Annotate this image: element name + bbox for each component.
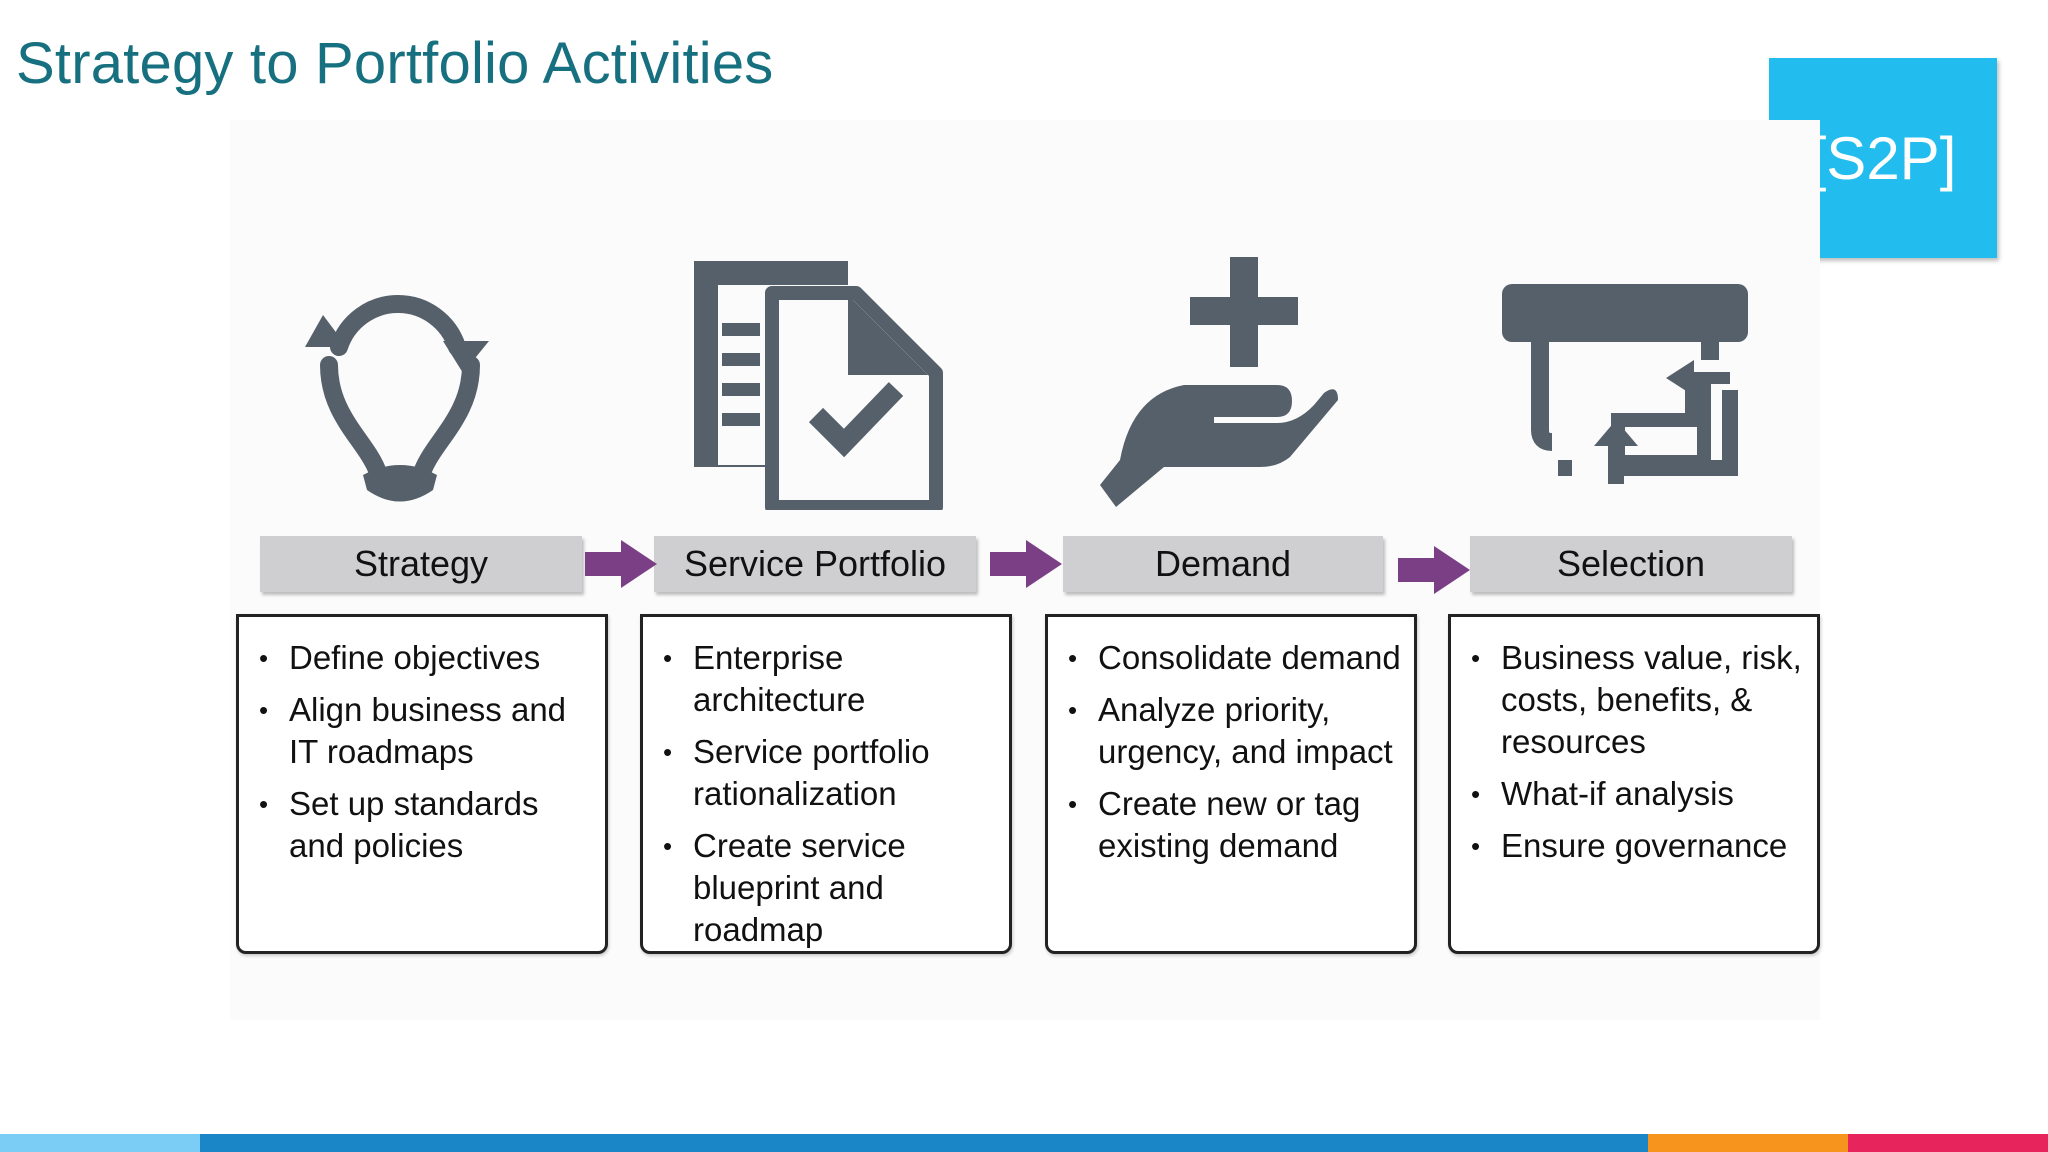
stage-box-strategy: Define objectives Align business and IT …	[236, 614, 608, 954]
flow-arrow-2	[990, 540, 1062, 588]
stage-box-demand: Consolidate demand Analyze priority, urg…	[1045, 614, 1417, 954]
bullet-item: Consolidate demand	[1062, 637, 1404, 679]
lightbulb-cycle-icon	[305, 295, 489, 502]
bullet-item: What-if analysis	[1465, 773, 1807, 815]
flow-arrow-3	[1398, 546, 1470, 594]
bullet-item: Create service blueprint and roadmap	[657, 825, 999, 951]
stage-box-selection: Business value, risk, costs, benefits, &…	[1448, 614, 1820, 954]
bullet-item: Ensure governance	[1465, 825, 1807, 867]
bullet-item: Enterprise architecture	[657, 637, 999, 721]
footer-bar-orange	[1648, 1134, 1848, 1152]
bullet-item: Define objectives	[253, 637, 595, 679]
stage-label-service-portfolio: Service Portfolio	[654, 536, 976, 592]
stage-label-selection: Selection	[1470, 536, 1792, 592]
footer-bar-pink	[1848, 1134, 2048, 1152]
stage-label-demand: Demand	[1063, 536, 1383, 592]
footer-bar-light-blue	[0, 1134, 200, 1152]
documents-check-icon	[694, 261, 943, 510]
bullet-item: Set up standards and policies	[253, 783, 595, 867]
bullet-item: Business value, risk, costs, benefits, &…	[1465, 637, 1807, 763]
bullet-item: Create new or tag existing demand	[1062, 783, 1404, 867]
stage-label-strategy: Strategy	[260, 536, 582, 592]
bullet-item: Service portfolio rationalization	[657, 731, 999, 815]
stage-box-service-portfolio: Enterprise architecture Service portfoli…	[640, 614, 1012, 954]
selection-tray-icon	[1502, 284, 1748, 484]
bullet-item: Align business and IT roadmaps	[253, 689, 595, 773]
bullet-item: Analyze priority, urgency, and impact	[1062, 689, 1404, 773]
flow-arrow-1	[585, 540, 657, 588]
slide-title: Strategy to Portfolio Activities	[16, 31, 774, 96]
hand-plus-icon	[1100, 257, 1338, 507]
footer-bar-blue	[200, 1134, 1648, 1152]
